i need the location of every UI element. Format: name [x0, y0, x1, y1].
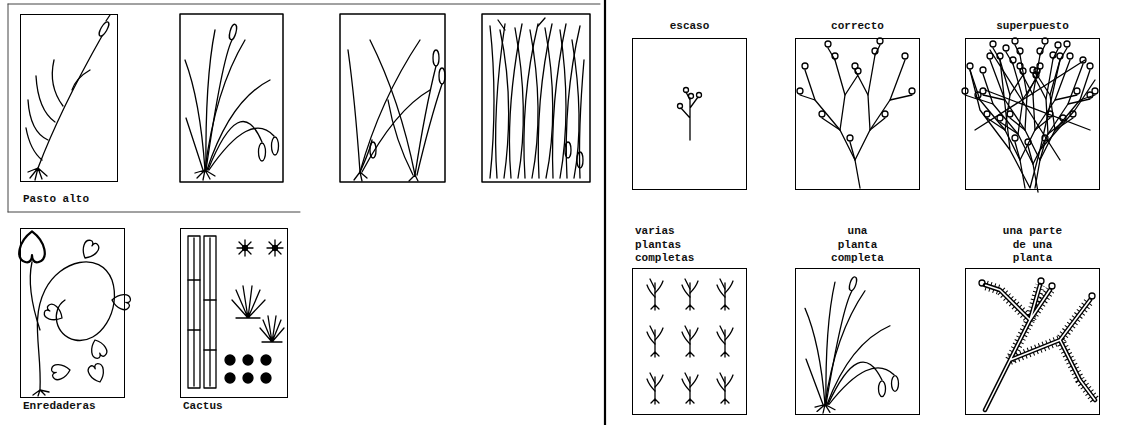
frame-label: Cactus: [183, 400, 223, 412]
grass-drawing: [185, 23, 279, 180]
grass-drawing: [805, 276, 899, 413]
frame-label: Enredaderas: [23, 400, 96, 412]
grass-drawing: [490, 18, 584, 178]
frame-label-box: superpuesto: [996, 20, 1069, 33]
picture-frame: Enredaderas: [20, 228, 125, 398]
picture-frame: una planta completa: [795, 268, 920, 415]
picture-frame: varias plantas completas: [632, 268, 747, 415]
grass-drawing: [348, 40, 445, 181]
grass-drawing: [26, 15, 111, 180]
separator-line: [604, 0, 606, 425]
cactus-drawing: [188, 236, 284, 388]
picture-frame: escaso: [632, 38, 747, 190]
frame-label-box: Enredaderas: [23, 400, 96, 413]
picture-frame: correcto: [795, 38, 920, 190]
picture-frame: Pasto alto: [20, 14, 118, 182]
frame-label: varias plantas completas: [635, 225, 694, 263]
picture-frame: Cactus: [180, 228, 288, 398]
picture-frame: superpuesto: [965, 38, 1100, 190]
frame-label: una parte de una planta: [1003, 225, 1062, 263]
frame-label: Pasto alto: [23, 193, 89, 205]
frame-label: escaso: [670, 20, 710, 32]
sprout-drawing: [647, 279, 733, 404]
frame-label: una planta completa: [831, 225, 884, 263]
frame-label-box: correcto: [831, 20, 884, 33]
tree-drawing: [797, 38, 915, 188]
vine-drawing: [19, 231, 131, 396]
branch-drawing: [979, 278, 1095, 410]
panel-border: [8, 4, 600, 212]
frame-label-box: una parte de una planta: [1001, 225, 1065, 265]
frame-label-box: escaso: [670, 20, 710, 33]
frame-label: superpuesto: [996, 20, 1069, 32]
frame-label: correcto: [831, 20, 884, 32]
tree-drawing: [962, 38, 1098, 192]
frame-label-box: Pasto alto: [23, 193, 89, 206]
picture-frame: una parte de una planta: [965, 268, 1100, 415]
twig-drawing: [678, 88, 702, 141]
frame-label-box: varias plantas completas: [635, 225, 701, 265]
picture-frame: [180, 14, 590, 182]
frame-label-box: una planta completa: [827, 225, 889, 265]
frame-label-box: Cactus: [183, 400, 223, 413]
